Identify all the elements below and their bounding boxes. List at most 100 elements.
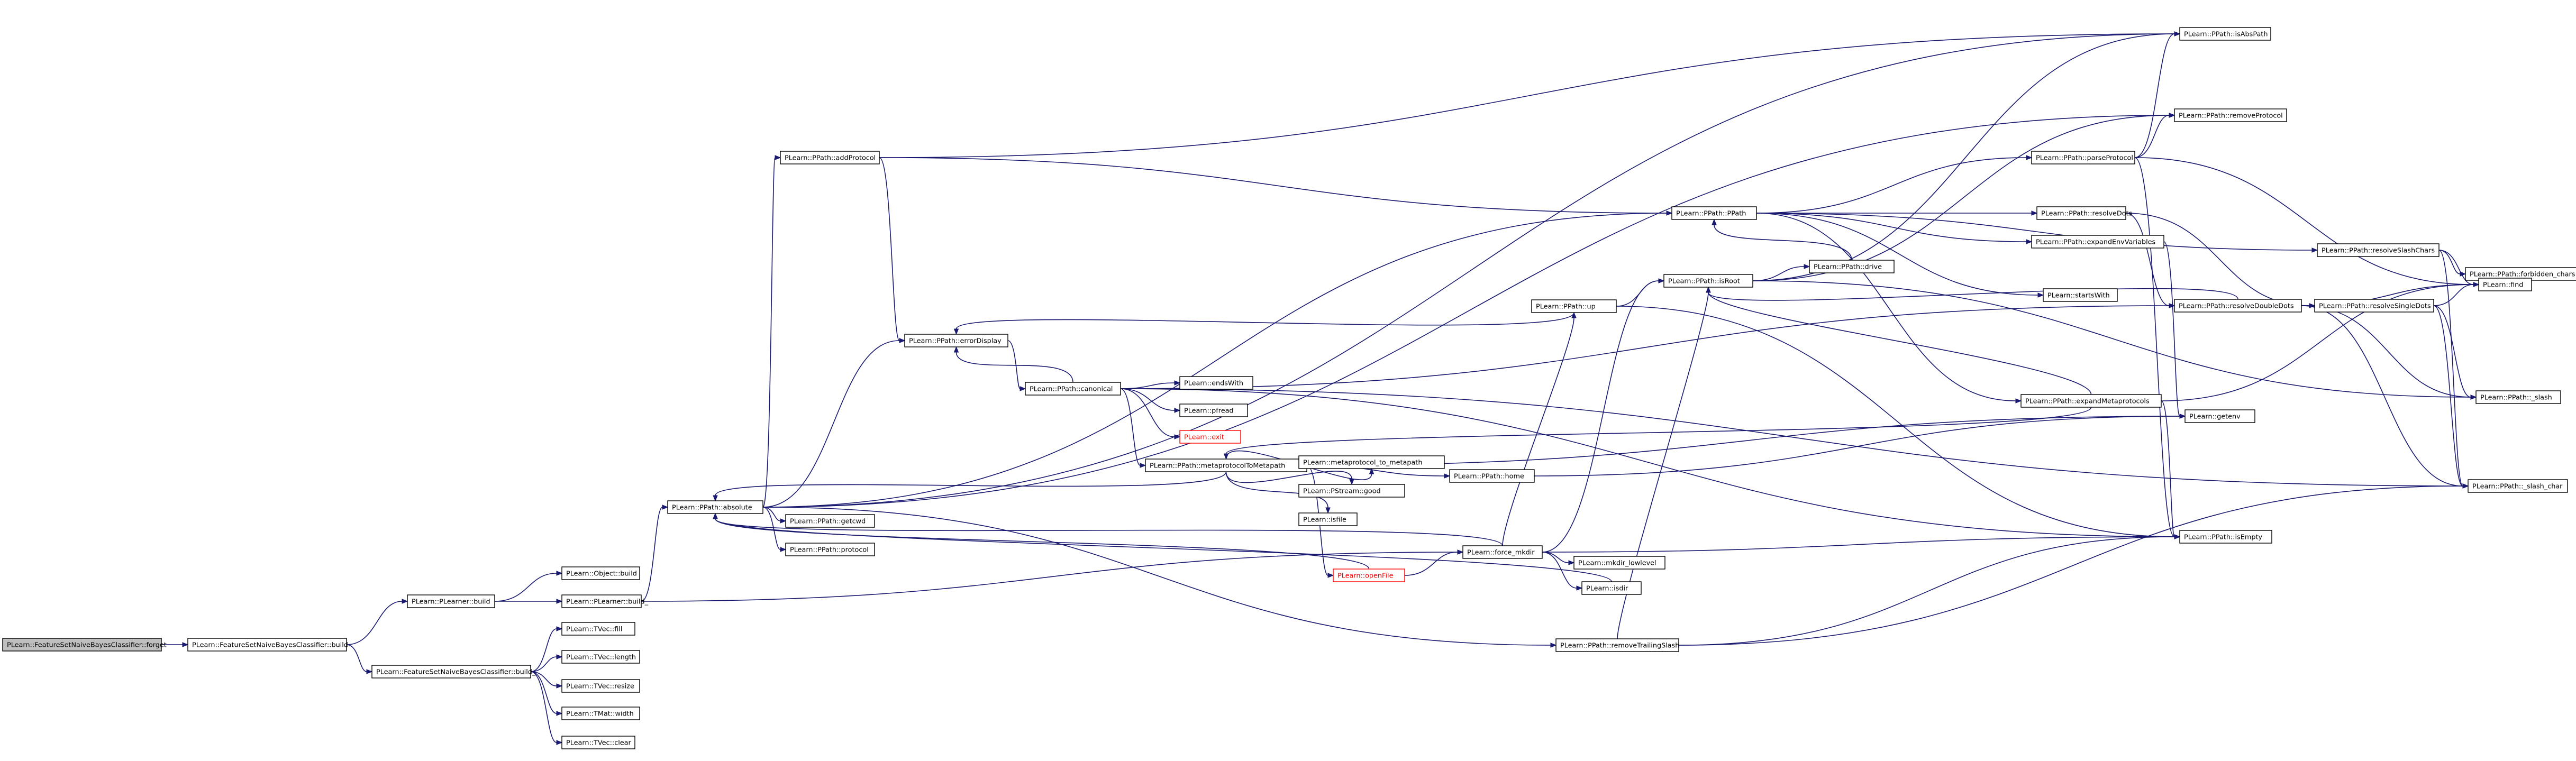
edge-line [762, 507, 781, 550]
node-isempty[interactable]: PLearn::PPath::isEmpty [2179, 530, 2272, 544]
node-expandmeta[interactable]: PLearn::PPath::expandMetaprotocols [2020, 394, 2162, 408]
node-exit[interactable]: PLearn::exit [1179, 430, 1241, 444]
arrowhead [1576, 585, 1583, 591]
arrowhead [1349, 479, 1354, 485]
edge-line [1534, 416, 2180, 476]
edge-line [1120, 388, 1175, 411]
node-isroot[interactable]: PLearn::PPath::isRoot [1663, 274, 1753, 288]
node-tvec-fill[interactable]: PLearn::TVec::fill [561, 622, 635, 636]
node-getenv[interactable]: PLearn::getenv [2184, 409, 2255, 423]
arrowhead [1666, 210, 1673, 216]
edge-line [1708, 292, 2092, 395]
edge-line [1120, 388, 1141, 466]
edge-addprotocol-to-ppath [879, 157, 1673, 216]
node-box [1025, 382, 1121, 396]
node-isabspath[interactable]: PLearn::PPath::isAbsPath [2179, 27, 2271, 41]
edge-absolute-to-removeprotocol [762, 113, 2176, 508]
arrowhead [556, 711, 563, 716]
arrowhead [2169, 113, 2176, 118]
edge-ppath-to-startswith [1756, 213, 2044, 298]
node-plearner-build[interactable]: PLearn::PLearner::build [407, 594, 495, 608]
edge-plearner-build-to-object-build [494, 571, 563, 602]
node-box [785, 514, 875, 528]
node-tvec-resize[interactable]: PLearn::TVec::resize [561, 679, 640, 693]
edge-ppath-to-resolveslash [1756, 213, 2318, 253]
node-startswith[interactable]: PLearn::startsWith [2043, 288, 2118, 302]
node-resolveslash[interactable]: PLearn::PPath::resolveSlashChars [2317, 243, 2440, 257]
node-errordisplay[interactable]: PLearn::PPath::errorDisplay [904, 334, 1008, 347]
node-mp-to-metapath[interactable]: PLearn::metaprotocol_to_metapath [1298, 455, 1445, 469]
edge-absolute-to-removetrailing [762, 507, 1557, 648]
node-tvec-length[interactable]: PLearn::TVec::length [561, 650, 640, 664]
node-metaprotocol[interactable]: PLearn::PPath::metaprotocolToMetapath [1145, 459, 1307, 472]
node-pstream-good[interactable]: PLearn::PStream::good [1298, 484, 1405, 498]
node-forbidden[interactable]: PLearn::PPath::forbidden_chars [2465, 267, 2576, 281]
edge-line [879, 157, 900, 341]
node-resolvedouble[interactable]: PLearn::PPath::resolveDoubleDots [2174, 299, 2302, 313]
node-addprotocol[interactable]: PLearn::PPath::addProtocol [780, 151, 880, 164]
node-plearner-build-[interactable]: PLearn::PLearner::build_ [561, 594, 649, 608]
edge-home-to-getenv [1534, 414, 2186, 476]
node-label: PLearn::PPath::_slash_char [2472, 483, 2563, 491]
node-fsnbc-build-[interactable]: PLearn::FeatureSetNaiveBayesClassifier::… [371, 665, 536, 679]
arrowhead [2026, 239, 2033, 244]
node-removeprotocol[interactable]: PLearn::PPath::removeProtocol [2174, 108, 2287, 122]
node-mkdir-lowlevel[interactable]: PLearn::mkdir_lowlevel [1573, 556, 1665, 570]
node-box [2179, 530, 2272, 544]
node-label: PLearn::PPath::absolute [672, 504, 752, 512]
edge-line [955, 352, 1073, 383]
node-up[interactable]: PLearn::PPath::up [1531, 299, 1617, 313]
node-object-build[interactable]: PLearn::Object::build [561, 566, 640, 580]
arrowhead [1369, 467, 1375, 474]
node-getcwd[interactable]: PLearn::PPath::getcwd [785, 514, 875, 528]
edge-line [2301, 305, 2471, 398]
node-pfread[interactable]: PLearn::pfread [1179, 404, 1248, 417]
node-box [2317, 243, 2440, 257]
node-find[interactable]: PLearn::find [2478, 278, 2532, 291]
edge-expandenv-to-getenv [2163, 241, 2186, 419]
edge-isroot-to-removeprotocol [1752, 113, 2176, 281]
node-box [1531, 299, 1617, 313]
node-openfile[interactable]: PLearn::openFile [1333, 569, 1405, 582]
node-canonical[interactable]: PLearn::PPath::canonical [1025, 382, 1121, 396]
node-expandenv[interactable]: PLearn::PPath::expandEnvVariables [2031, 235, 2164, 249]
node-fsnbc-build[interactable]: PLearn::FeatureSetNaiveBayesClassifier::… [187, 638, 348, 652]
node-parseprotocol[interactable]: PLearn::PPath::parseProtocol [2031, 151, 2135, 164]
arrowhead [1325, 507, 1331, 514]
node-endswith[interactable]: PLearn::endsWith [1179, 376, 1253, 390]
node-slash-char[interactable]: PLearn::PPath::_slash_char [2468, 479, 2568, 493]
node-protocol[interactable]: PLearn::PPath::protocol [785, 543, 875, 556]
arrowhead [1712, 218, 1717, 225]
node-box [2174, 108, 2287, 122]
edge-removetrailing-to-slash-char [1678, 483, 2469, 646]
node-slash[interactable]: PLearn::PPath::_slash [2475, 390, 2561, 404]
edge-line [1120, 388, 1175, 437]
edge-fsnbc-build-to-fsnbc-build- [346, 644, 373, 674]
edge-line [494, 573, 557, 602]
node-label: PLearn::exit [1184, 434, 1224, 442]
edge-line [2125, 213, 2170, 306]
node-box [2043, 288, 2118, 302]
edge-line [715, 518, 1370, 570]
node-tvec-clear[interactable]: PLearn::TVec::clear [561, 736, 635, 749]
node-isfile[interactable]: PLearn::isfile [1298, 512, 1358, 526]
edge-force-mkdir-to-isdir [1542, 552, 1583, 591]
node-home[interactable]: PLearn::PPath::home [1449, 469, 1535, 483]
node-drive[interactable]: PLearn::PPath::drive [1809, 260, 1895, 273]
node-resolvedots[interactable]: PLearn::PPath::resolveDots [2036, 206, 2133, 220]
edge-line [879, 157, 1667, 214]
edge-absolute-to-addprotocol [762, 155, 781, 508]
node-resolvesingle[interactable]: PLearn::PPath::resolveSingleDots [2314, 299, 2434, 313]
node-absolute[interactable]: PLearn::PPath::absolute [667, 500, 763, 514]
node-label: PLearn::openFile [1337, 572, 1394, 580]
arrowhead [2026, 155, 2033, 160]
node-removetrailing[interactable]: PLearn::PPath::removeTrailingSlash [1555, 638, 1679, 652]
edge-plearner-build-to-plearner-build- [494, 599, 563, 604]
node-forget[interactable]: PLearn::FeatureSetNaiveBayesClassifier::… [2, 638, 167, 652]
node-isdir[interactable]: PLearn::isdir [1581, 581, 1642, 595]
arrowhead [556, 740, 563, 745]
node-box [2478, 278, 2532, 291]
node-ppath[interactable]: PLearn::PPath::PPath [1671, 206, 1757, 220]
node-force-mkdir[interactable]: PLearn::force_mkdir [1462, 545, 1543, 559]
node-tmat-width[interactable]: PLearn::TMat::width [561, 707, 640, 720]
